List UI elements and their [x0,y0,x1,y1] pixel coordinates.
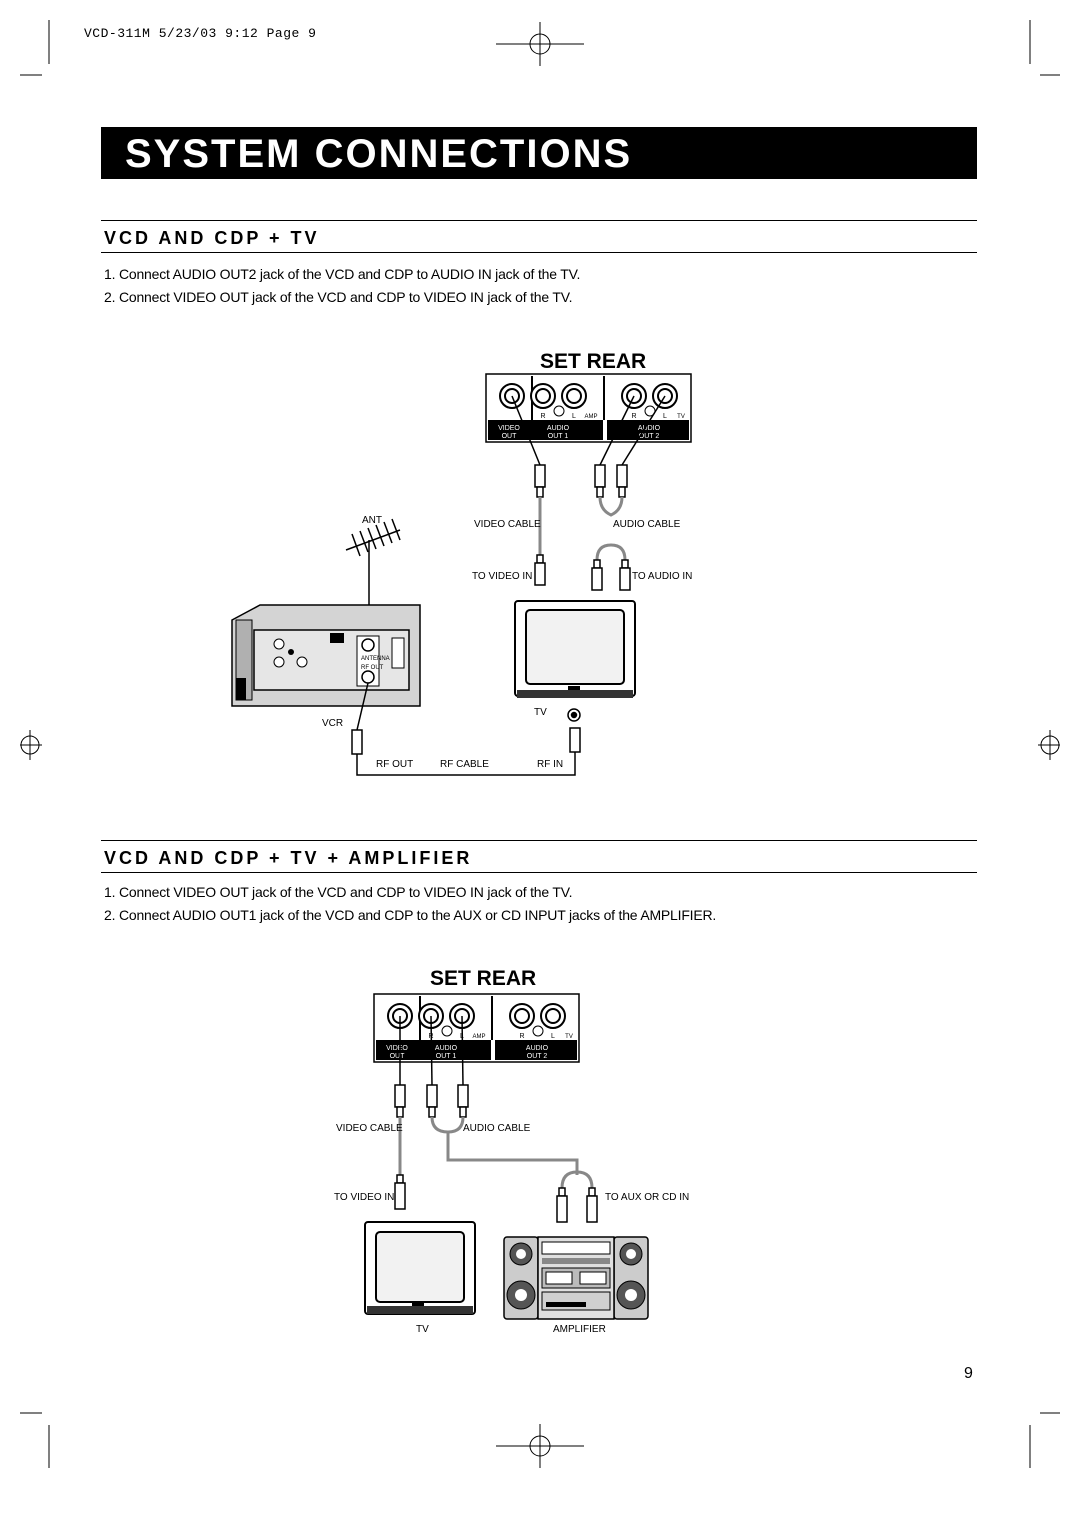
jack-r-label: R [540,413,545,420]
svg-text:OUT: OUT [502,433,518,440]
section2-top-rule [101,840,977,841]
svg-text:ANTENNA: ANTENNA [361,656,390,662]
svg-text:AUDIO: AUDIO [435,1045,458,1052]
svg-text:RF OUT: RF OUT [361,665,384,671]
svg-text:OUT 2: OUT 2 [527,1053,548,1060]
plugs-top-2 [394,1084,469,1118]
section1-step-1: 1. Connect AUDIO OUT2 jack of the VCD an… [104,266,581,282]
svg-text:VIDEO: VIDEO [386,1045,408,1052]
set-rear-label-2: SET REAR [430,967,536,990]
section2-bottom-rule [101,872,977,873]
jack-l-label: L [572,413,576,420]
rf-cable-label: RF CABLE [440,759,489,770]
section1-top-rule [101,220,977,221]
set-rear-label: SET REAR [540,350,646,373]
cables-top-2 [399,1015,464,1086]
vcr-device: ANTENNA RF OUT [231,604,421,707]
jack-amp-label: AMP [584,414,597,420]
svg-text:VIDEO: VIDEO [498,425,520,432]
jack-r2-label: R [631,413,636,420]
svg-text:R: R [519,1033,524,1040]
tv-label-2: TV [416,1324,429,1335]
vcr-label: VCR [322,718,343,729]
svg-text:OUT 1: OUT 1 [548,433,569,440]
jack-l2-label: L [663,413,667,420]
plugs-bottom-2 [394,1174,598,1223]
tv-set [514,600,636,698]
print-slug: VCD-311M 5/23/03 9:12 Page 9 [84,26,317,41]
to-audio-in-label: TO AUDIO IN [632,571,692,582]
audio-cable-label-2: AUDIO CABLE [463,1123,531,1134]
svg-text:OUT 2: OUT 2 [639,433,660,440]
plugs-top [534,464,628,498]
svg-text:AUDIO: AUDIO [638,425,661,432]
section1-step-2: 2. Connect VIDEO OUT jack of the VCD and… [104,289,573,305]
page-number: 9 [964,1365,973,1382]
to-video-in-label-2: TO VIDEO IN [334,1192,394,1203]
svg-text:OUT: OUT [390,1053,406,1060]
audio-cable-label: AUDIO CABLE [613,519,681,530]
rf-in-label: RF IN [537,759,563,770]
rf-cable [351,682,581,776]
amplifier-label: AMPLIFIER [553,1324,606,1335]
tv-label: TV [534,707,547,718]
svg-text:AUDIO: AUDIO [526,1045,549,1052]
section1-bottom-rule [101,252,977,253]
title-banner: SYSTEM CONNECTIONS [101,127,977,179]
svg-text:L: L [551,1033,555,1040]
section2-step-2: 2. Connect AUDIO OUT1 jack of the VCD an… [104,907,717,923]
set-rear-panel-2: R L AMP R L TV VIDEO OUT AUDIO OUT 1 AUD… [373,993,580,1063]
plugs-bottom [534,554,631,591]
section1-heading: VCD AND CDP + TV [104,228,320,248]
cable-gray-section1 [538,496,627,561]
cables-top [511,395,666,466]
svg-text:AMP: AMP [472,1034,485,1040]
svg-text:TV: TV [565,1034,573,1040]
svg-text:AUDIO: AUDIO [547,425,570,432]
svg-text:OUT 1: OUT 1 [436,1053,457,1060]
video-cable-label: VIDEO CABLE [474,519,541,530]
cable-gray-section2 [398,1116,594,1189]
video-cable-label-2: VIDEO CABLE [336,1123,403,1134]
jack-tv-label: TV [677,414,685,420]
section2-step-1: 1. Connect VIDEO OUT jack of the VCD and… [104,884,573,900]
tv-set-2 [364,1221,476,1315]
page-title: SYSTEM CONNECTIONS [125,132,633,176]
diagram-vcd-tv-amp: SET REAR R L AMP R L TV VIDEO OUT AUDIO … [334,967,689,1335]
to-aux-label: TO AUX OR CD IN [605,1192,689,1203]
ant-label: ANT [362,515,382,526]
rf-out-label: RF OUT [376,759,413,770]
to-video-in-label: TO VIDEO IN [472,571,532,582]
amplifier-device [503,1236,649,1320]
section2-heading: VCD AND CDP + TV + AMPLIFIER [104,848,473,868]
diagram-vcd-tv: SET REAR R L AMP R L TV VIDEO OUT AUDIO … [231,350,692,776]
